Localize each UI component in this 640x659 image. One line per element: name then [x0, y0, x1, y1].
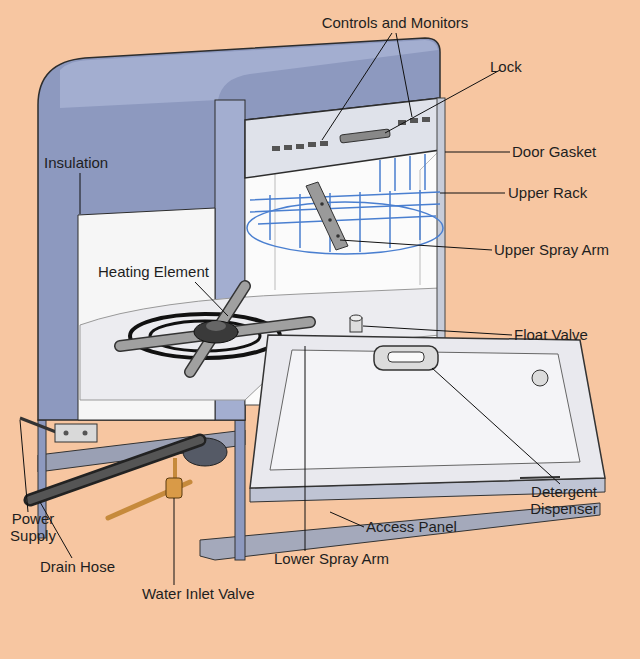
leader-line [363, 326, 512, 335]
door-lock [340, 129, 391, 143]
leader-line [195, 282, 228, 316]
leader-lines [20, 33, 560, 585]
power-box [55, 424, 97, 442]
leader-line [174, 498, 175, 585]
leader-line [396, 33, 412, 117]
power-cable [20, 418, 56, 432]
arm-hub [206, 321, 226, 331]
float-valve-top [350, 315, 362, 321]
leader-line [20, 420, 28, 512]
button [320, 141, 328, 146]
spray-hole [336, 234, 340, 238]
leader-line [330, 512, 364, 527]
button [422, 117, 430, 122]
drain-hose [30, 440, 200, 500]
control-buttons [272, 117, 430, 151]
part-label: Upper Rack [508, 184, 587, 201]
rack-wire [250, 192, 440, 224]
door-handle [520, 477, 560, 478]
button [284, 145, 292, 150]
leader-line [445, 152, 510, 153]
leader-line [385, 70, 500, 133]
part-label: Controls and Monitors [300, 14, 490, 31]
detergent-dispenser [374, 346, 438, 370]
part-label: Door Gasket [512, 143, 596, 160]
button [296, 144, 304, 149]
part-label: Upper Spray Arm [494, 241, 609, 258]
part-label: Access Panel [366, 518, 457, 535]
leader-line [432, 368, 560, 484]
part-label: Lower Spray Arm [274, 550, 389, 567]
part-label: Heating Element [98, 263, 209, 280]
power-terminal [64, 431, 69, 436]
leader-line [80, 173, 81, 214]
part-label: Insulation [44, 154, 108, 171]
water-pipe [173, 458, 177, 480]
spray-hole [328, 218, 332, 222]
button [272, 146, 280, 151]
water-inlet-valve [166, 478, 182, 498]
door [250, 335, 605, 488]
part-label: Detergent Dispenser [518, 483, 610, 517]
leader-line [305, 346, 306, 551]
power-terminal [83, 431, 88, 436]
drain-hose [30, 440, 200, 500]
rack-wire [380, 154, 425, 192]
part-label: Water Inlet Valve [142, 585, 255, 602]
dispenser-lid [388, 352, 424, 362]
rinse-aid-cap [532, 370, 548, 386]
upper-rack [247, 154, 443, 254]
part-label: Lock [490, 58, 522, 75]
side-panel [38, 38, 440, 420]
leader-line [340, 240, 492, 250]
cabinet-leg [235, 420, 245, 560]
leader-line [440, 193, 505, 194]
arm-hub [194, 321, 238, 343]
part-label: Power Supply [2, 510, 64, 544]
spray-hole [320, 202, 324, 206]
leader-line [322, 33, 392, 140]
button [308, 142, 316, 147]
part-label: Float Valve [514, 326, 588, 343]
part-label: Drain Hose [40, 558, 115, 575]
